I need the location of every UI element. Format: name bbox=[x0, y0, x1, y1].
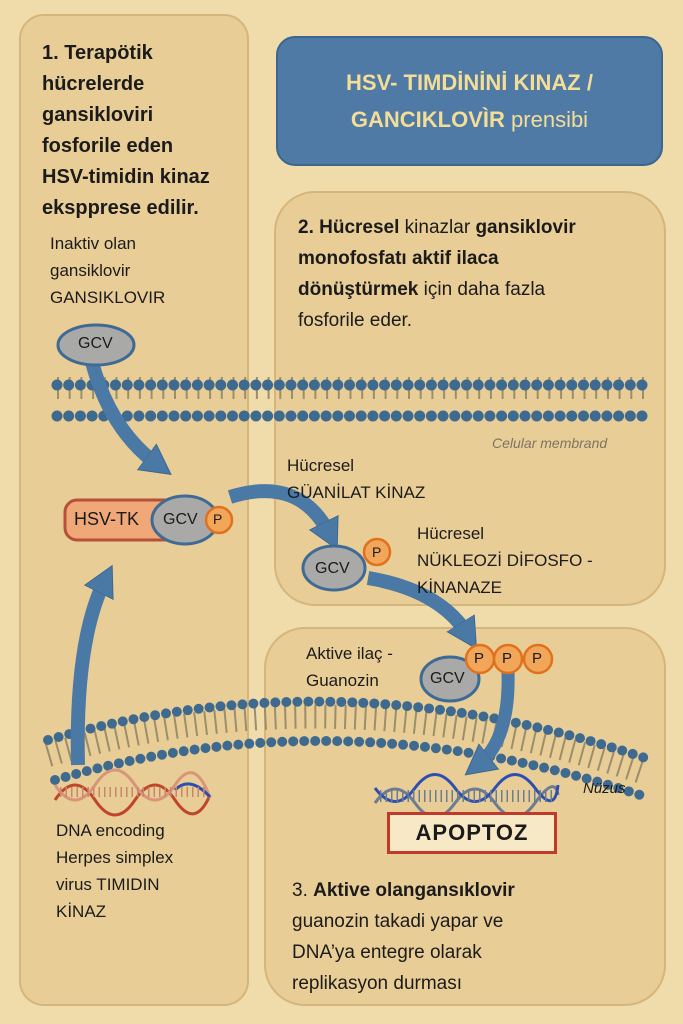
phosphate-label: P bbox=[532, 650, 543, 667]
phosphate-2 bbox=[362, 537, 392, 567]
phosphate-label: P bbox=[474, 650, 485, 667]
cell-membrane bbox=[51, 377, 653, 422]
step3-line: DNA’ya entegre olarak bbox=[292, 942, 482, 963]
step3-bold: Aktive olangansıklovir bbox=[313, 880, 515, 901]
viral-dna-helix-icon bbox=[53, 768, 212, 817]
dna-note-line: Herpes simplex bbox=[56, 848, 174, 867]
title-rest: prensibi bbox=[511, 107, 589, 132]
step1-text: 1. Terapötik hücrelerde gansikloviri fos… bbox=[42, 38, 210, 224]
title-line-2: GANCIKLOVÌR prensibi bbox=[351, 101, 588, 138]
guanylate-kinase-label: Hücresel GÜANİLAT KİNAZ bbox=[287, 452, 425, 506]
label-line: Hücresel bbox=[417, 524, 485, 543]
nuclear-dna-helix-icon bbox=[373, 773, 560, 819]
step2-line-3: dönüştürmek için daha fazla bbox=[298, 274, 576, 305]
phosphate-label: P bbox=[502, 650, 513, 667]
step2-t1: kinazlar bbox=[399, 217, 476, 238]
label-line: Hücresel bbox=[287, 456, 355, 475]
dna-note: DNA encoding Herpes simplex virus TIMIDI… bbox=[56, 817, 173, 925]
page-title: HSV- TIMDİNİNİ KINAZ / GANCIKLOVÌR prens… bbox=[277, 37, 662, 165]
arrow-tk-to-guanylate bbox=[227, 484, 330, 535]
title-line-1: HSV- TIMDİNİNİ KINAZ / bbox=[346, 70, 593, 95]
gcv-label: GCV bbox=[315, 560, 350, 577]
note-line: Inaktiv olan bbox=[50, 234, 136, 253]
step2-num: 2. Hücresel bbox=[298, 217, 400, 238]
gcv-label: GCV bbox=[430, 670, 465, 687]
apoptosis-box: APOPTOZ bbox=[387, 812, 557, 854]
gcv-molecule-monophosphate bbox=[301, 544, 367, 592]
arrow-to-ndpk bbox=[366, 571, 468, 635]
phosphate-3b bbox=[492, 643, 524, 675]
note-line: GANSIKLOVIR bbox=[50, 288, 166, 307]
hsv-tk-label: HSV-TK bbox=[74, 509, 140, 529]
step2-line-1: 2. Hücresel kinazlar gansiklovir bbox=[298, 212, 576, 243]
label-line: Aktive ilaç - bbox=[306, 644, 393, 663]
label-line: Guanozin bbox=[306, 671, 379, 690]
gcv-label: GCV bbox=[163, 511, 198, 528]
gcv-molecule-inactive bbox=[56, 323, 136, 367]
title-bold: GANCIKLOVÌR bbox=[350, 107, 505, 132]
step2-text: 2. Hücresel kinazlar gansiklovir monofos… bbox=[298, 212, 576, 336]
panel-step2 bbox=[274, 191, 666, 606]
dna-note-line: virus TIMIDIN bbox=[56, 875, 160, 894]
step3-text: 3. Aktive olangansıklovir guanozin takad… bbox=[292, 875, 515, 999]
label-line: GÜANİLAT KİNAZ bbox=[287, 483, 426, 502]
step2-b1: gansiklovir bbox=[475, 217, 576, 238]
inactive-note: Inaktiv olan gansiklovir GANSIKLOVIR bbox=[50, 230, 165, 311]
step2-line-4: fosforile eder. bbox=[298, 310, 413, 331]
label-line: KİNANAZE bbox=[417, 578, 503, 597]
step3-line-1: 3. Aktive olangansıklovir bbox=[292, 875, 515, 906]
step2-b3: dönüştürmek bbox=[298, 279, 419, 300]
step1-line: fosforile eden bbox=[42, 135, 174, 157]
step2-line-2: monofosfatı aktif ilaca bbox=[298, 248, 499, 269]
step1-line: HSV-timidin kinaz bbox=[42, 166, 210, 188]
gcv-label: GCV bbox=[78, 335, 113, 352]
step2-t3: için daha fazla bbox=[418, 279, 546, 300]
step3-line: guanozin takadi yapar ve bbox=[292, 911, 504, 932]
label-line: NÜKLEOZİ DİFOSFO - bbox=[417, 551, 593, 570]
phosphate-label: P bbox=[372, 544, 382, 560]
step3-line: replikasyon durması bbox=[292, 973, 463, 994]
nuclear-membrane bbox=[43, 696, 650, 800]
arrow-to-dna bbox=[478, 671, 515, 765]
phosphate-label: P bbox=[213, 511, 223, 527]
note-line: gansiklovir bbox=[50, 261, 131, 280]
active-drug-label: Aktive ilaç - Guanozin bbox=[306, 640, 393, 694]
step1-line: hücrelerde bbox=[42, 73, 145, 95]
dna-note-line: KİNAZ bbox=[56, 902, 107, 921]
step1-line: gansikloviri bbox=[42, 104, 154, 126]
arrow-gcv-to-tk bbox=[85, 360, 158, 465]
membrane-label: Celular membrand bbox=[492, 435, 608, 451]
ndpk-label: Hücresel NÜKLEOZİ DİFOSFO - KİNANAZE bbox=[417, 520, 593, 601]
nucleus-label: Nüzus bbox=[583, 780, 626, 797]
gcv-molecule-triphosphate bbox=[419, 655, 481, 703]
dna-note-line: DNA encoding bbox=[56, 821, 165, 840]
arrow-dna-to-tk bbox=[70, 580, 105, 766]
phosphate-1 bbox=[204, 505, 234, 535]
title-box bbox=[276, 36, 663, 166]
step3-num: 3. bbox=[292, 880, 314, 901]
step1-line: 1. Terapötik bbox=[42, 42, 153, 64]
phosphate-3c bbox=[522, 643, 554, 675]
step1-line: ekspprese edilir. bbox=[42, 197, 199, 219]
